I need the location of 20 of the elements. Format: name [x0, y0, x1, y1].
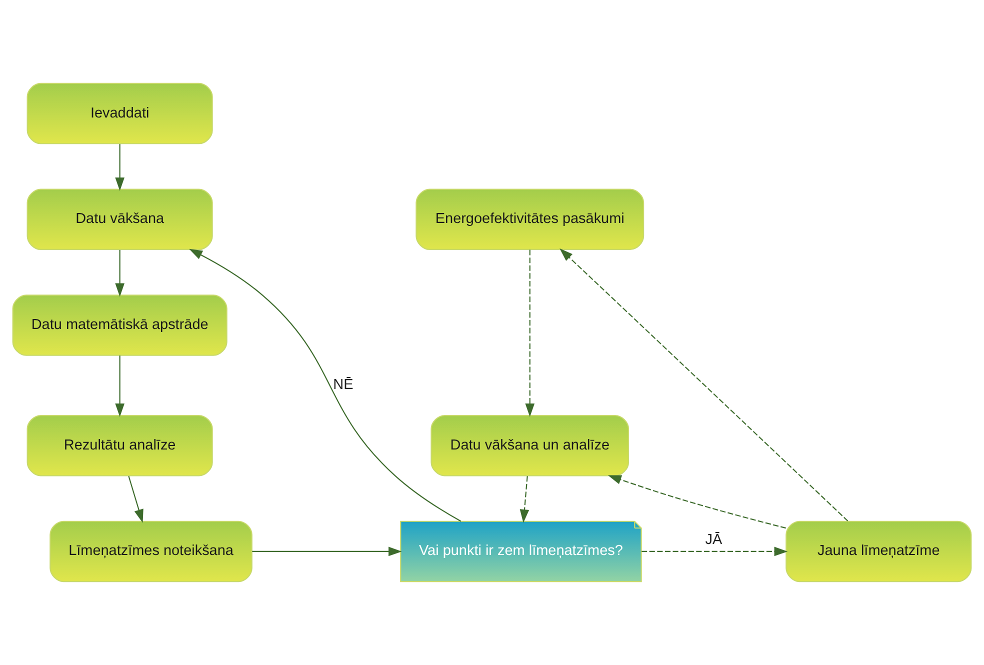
arrow [520, 476, 530, 523]
arrow [642, 546, 788, 556]
arrow [115, 250, 125, 297]
arrow [128, 476, 144, 523]
arrow [560, 248, 848, 522]
node-box: Rezultātu analīze [26, 414, 213, 476]
arrow [115, 144, 125, 191]
arrow [115, 356, 125, 417]
node-box: Jauna līmeņatzīme [786, 520, 972, 582]
node-box: Energoefektivitātes pasākumi [416, 188, 644, 250]
node-box: Datu vākšana un analīze [430, 414, 630, 476]
node-box: Datu vākšana [26, 188, 213, 250]
node-box: Līmeņatzīmes noteikšana [50, 520, 252, 582]
edge-label: JĀ [705, 532, 722, 548]
arrow [189, 248, 462, 522]
node-box: Ievaddati [26, 82, 213, 144]
node-box: Datu matemātiskā apstrāde [12, 294, 228, 356]
edge-label: NĒ [333, 377, 354, 394]
arrow [252, 546, 402, 556]
arrow [525, 250, 535, 417]
